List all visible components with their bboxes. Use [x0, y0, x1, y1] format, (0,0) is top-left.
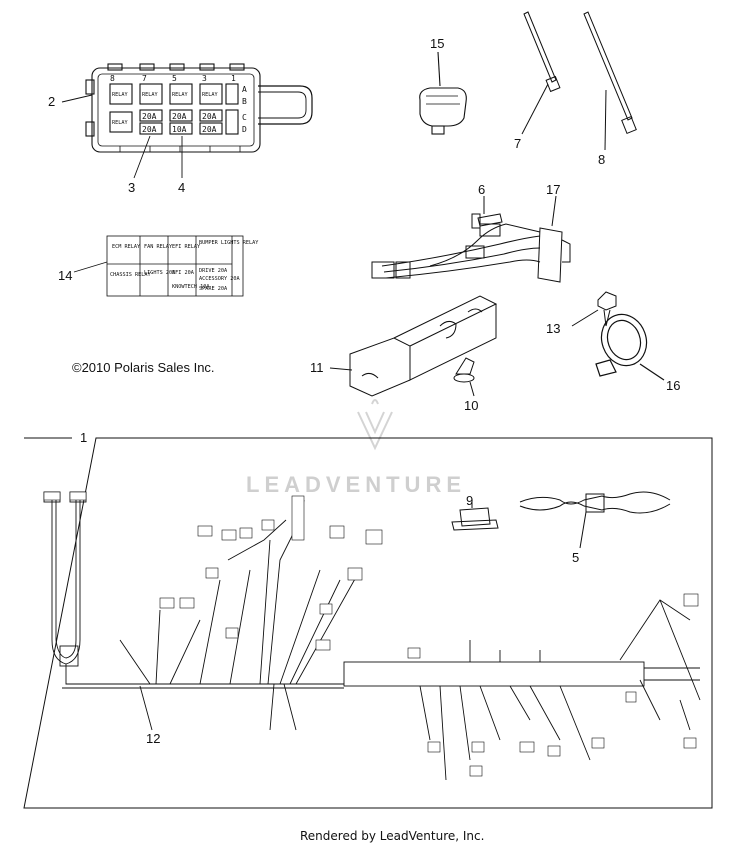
cable-ties [521, 11, 637, 151]
inline-harness-part-5 [519, 491, 671, 549]
watermark-text: LEADVENTURE [246, 472, 466, 497]
callout-4: 4 [178, 180, 185, 195]
callout-labels: 1 2 3 4 5 6 7 8 9 10 11 12 13 14 15 16 1… [48, 36, 680, 746]
connector-part-15 [419, 51, 467, 135]
card-ecm-relay: ECM RELAY [112, 244, 141, 250]
card-lights: LIGHTS 20A [144, 270, 176, 276]
card-knowtech: KNOWTECH 10A [172, 284, 210, 290]
card-drive: DRIVE 20A [199, 268, 228, 274]
callout-10: 10 [464, 398, 478, 413]
fuse-box-labels: 8 7 5 3 1 A B C D RELAY RELAY RELAY RELA… [110, 74, 247, 134]
push-rivet-part-13 [571, 291, 617, 327]
card-accessory: ACCESSORY 20A [199, 276, 240, 282]
relay-label-card [73, 235, 244, 297]
callout-12: 12 [146, 731, 160, 746]
leader-lines-fusebox [61, 94, 183, 179]
callout-15: 15 [430, 36, 444, 51]
harness-tags [43, 491, 699, 777]
row-c-label: C [242, 113, 247, 122]
relay-label: RELAY [142, 92, 158, 98]
leadventure-watermark: LEADVENTURE [246, 399, 466, 497]
callout-9: 9 [466, 493, 473, 508]
sub-harness-part-17 [371, 195, 571, 283]
callout-3: 3 [128, 180, 135, 195]
relay-label: RELAY [112, 92, 128, 98]
row-d-label: D [242, 125, 247, 134]
callout-5: 5 [572, 550, 579, 565]
col-7-label: 7 [142, 74, 147, 83]
fuse-rating: 20A [202, 125, 217, 134]
row-a-label: A [242, 85, 247, 94]
fuse-rating: 20A [172, 112, 187, 121]
fuse-relay-box [85, 63, 313, 153]
col-1-label: 1 [231, 74, 236, 83]
col-5-label: 5 [172, 74, 177, 83]
row-b-label: B [242, 97, 247, 106]
connector-part-9 [451, 500, 499, 531]
callout-7: 7 [514, 136, 521, 151]
callout-8: 8 [598, 152, 605, 167]
label-card-text: ECM RELAY FAN RELAY EFI RELAY BUMPER LIG… [110, 240, 259, 292]
relay-label: RELAY [202, 92, 218, 98]
card-bumper-relay: BUMPER LIGHTS RELAY [199, 240, 259, 246]
col-8-label: 8 [110, 74, 115, 83]
callout-13: 13 [546, 321, 560, 336]
card-spare: SPARE 20A [199, 286, 228, 292]
fuse-rating: 20A [142, 125, 157, 134]
fuse-rating: 20A [142, 112, 157, 121]
bracket-part-11 [329, 295, 498, 397]
card-fan-relay: FAN RELAY [144, 244, 173, 250]
callout-11: 11 [310, 360, 324, 375]
main-harness-frame [23, 437, 713, 809]
callout-17: 17 [546, 182, 560, 197]
callout-2: 2 [48, 94, 55, 109]
callout-16: 16 [666, 378, 680, 393]
copyright-text: ©2010 Polaris Sales Inc. [72, 360, 215, 375]
fuse-rating: 20A [202, 112, 217, 121]
fuse-rating: 10A [172, 125, 187, 134]
callout-14: 14 [58, 268, 72, 283]
col-3-label: 3 [202, 74, 207, 83]
callout-6: 6 [478, 182, 485, 197]
callout-1: 1 [80, 430, 87, 445]
footer-text: Rendered by LeadVenture, Inc. [300, 829, 484, 843]
relay-label: RELAY [112, 120, 128, 126]
card-efi-relay: EFI RELAY [172, 244, 201, 250]
clip-part-10 [453, 357, 475, 397]
clamp-part-16 [595, 313, 665, 381]
relay-label: RELAY [172, 92, 188, 98]
card-chassis-relay: CHASSIS RELAY [110, 272, 151, 278]
card-efi: EFI 20A [172, 270, 195, 276]
wiring-harness [43, 491, 701, 781]
